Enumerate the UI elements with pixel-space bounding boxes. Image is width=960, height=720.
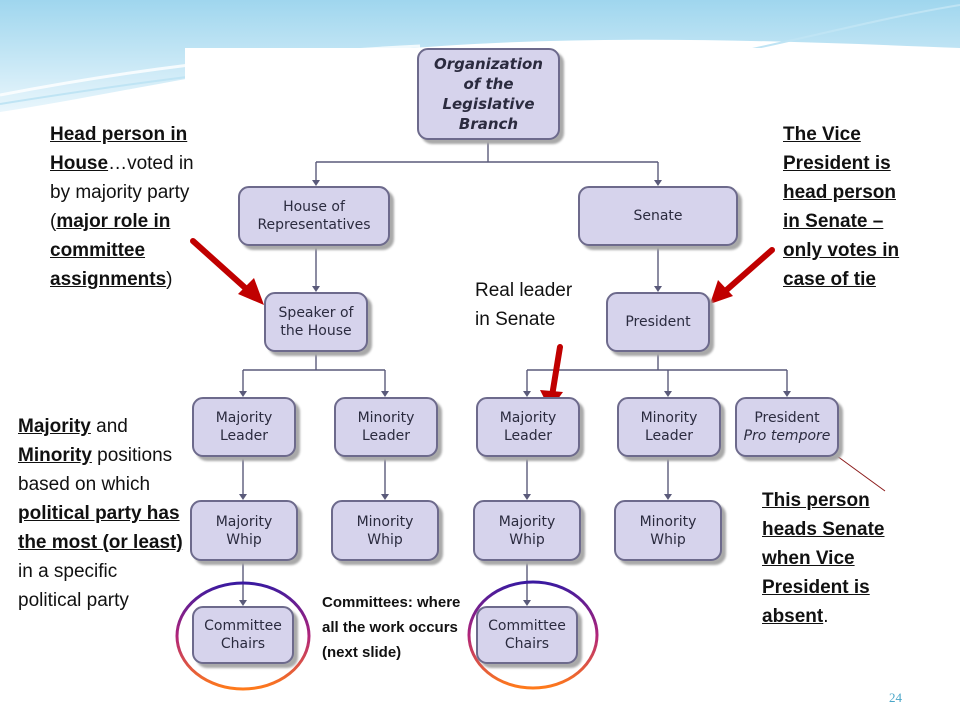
specific-party-text: in a specific political party <box>18 561 129 611</box>
president-box: President <box>606 292 710 352</box>
pro-tempore-line2: Pro tempore <box>743 428 831 444</box>
senate-majority-whip-label: Majority Whip <box>498 513 556 548</box>
positions-text: positions based on which <box>18 445 173 495</box>
senate-minority-whip-label: Minority Whip <box>639 513 697 548</box>
president-pro-tempore-box: President Pro tempore <box>735 397 839 457</box>
committees-note: Committees: where all the work occurs (n… <box>322 594 461 661</box>
house-committee-chairs-line1: Committee <box>204 618 282 634</box>
head-person-house-role: major role in committee assignments <box>50 211 171 290</box>
majority-word: Majority <box>18 416 91 437</box>
speaker-line1: Speaker of <box>278 305 354 321</box>
house-committee-chairs-box: Committee Chairs <box>192 606 294 664</box>
org-root-line3: Legislative <box>442 95 535 113</box>
house-majority-leader-line1: Majority <box>215 410 273 426</box>
senate-minority-leader-box: Minority Leader <box>617 397 721 457</box>
senate-minority-leader-line1: Minority <box>640 410 698 426</box>
head-person-house-detail: …voted in by majority party ( <box>50 153 194 232</box>
house-line2: Representatives <box>257 217 371 233</box>
pro-tempore-note-period: . <box>823 606 829 627</box>
house-line1: House of <box>283 199 345 215</box>
house-majority-leader-line2: Leader <box>219 428 268 444</box>
senate-minority-leader-line2: Leader <box>644 428 693 444</box>
senate-minority-whip-box: Minority Whip <box>614 500 722 561</box>
org-root-line2: of the <box>463 75 514 93</box>
senate-majority-leader-box: Majority Leader <box>476 397 580 457</box>
senate-majority-leader-line2: Leader <box>503 428 552 444</box>
head-person-house-note: Head person in House…voted in by majorit… <box>50 120 206 294</box>
head-person-house-close: ) <box>166 269 173 290</box>
org-root-line1: Organization <box>434 55 543 73</box>
house-box: House of Representatives <box>238 186 390 246</box>
house-minority-leader-box: Minority Leader <box>334 397 438 457</box>
senate-committee-chairs-box: Committee Chairs <box>476 606 578 664</box>
senate-committee-chairs-line2: Chairs <box>504 636 550 652</box>
political-party-text: political party has the most (or least) <box>18 503 183 553</box>
senate-label: Senate <box>633 208 683 224</box>
pro-tempore-note-text: This person heads Senate when Vice Presi… <box>762 490 885 627</box>
senate-committee-chairs-line1: Committee <box>488 618 566 634</box>
minority-word: Minority <box>18 445 92 466</box>
page-number: 24 <box>889 690 902 705</box>
senate-majority-whip-box: Majority Whip <box>473 500 581 561</box>
house-minority-whip-label: Minority Whip <box>356 513 414 548</box>
head-person-house-title: Head person in House <box>50 124 188 174</box>
senate-majority-leader-line1: Majority <box>499 410 557 426</box>
speaker-line2: the House <box>280 323 352 339</box>
majority-minority-note: Majority and Minority positions based on… <box>18 412 184 615</box>
president-label: President <box>625 314 691 330</box>
senate-box: Senate <box>578 186 738 246</box>
org-root-line4: Branch <box>458 115 519 133</box>
house-majority-leader-box: Majority Leader <box>192 397 296 457</box>
house-majority-whip-label: Majority Whip <box>215 513 273 548</box>
real-leader-note: Real leader in Senate <box>475 280 573 330</box>
org-root-box: Organization of the Legislative Branch <box>417 48 560 140</box>
house-minority-whip-box: Minority Whip <box>331 500 439 561</box>
diagram-panel <box>185 48 847 698</box>
pro-tempore-line1: President <box>754 410 820 426</box>
house-minority-leader-line2: Leader <box>361 428 410 444</box>
and-word: and <box>90 416 128 437</box>
pro-tempore-note: This person heads Senate when Vice Presi… <box>762 486 922 631</box>
house-minority-leader-line1: Minority <box>357 410 415 426</box>
house-committee-chairs-line2: Chairs <box>220 636 266 652</box>
speaker-box: Speaker of the House <box>264 292 368 352</box>
house-majority-whip-box: Majority Whip <box>190 500 298 561</box>
vice-president-note: The Vice President is head person in Sen… <box>783 124 900 290</box>
